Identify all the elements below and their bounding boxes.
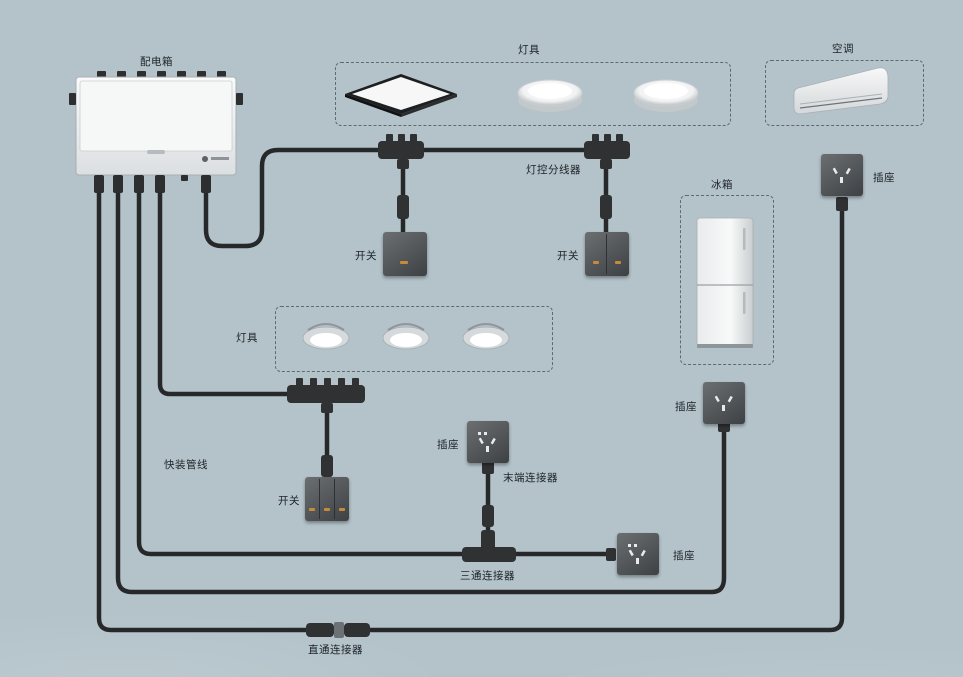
label-switch-2: 开关 xyxy=(557,250,579,262)
switch-divider xyxy=(334,479,335,519)
label-lamps-middle: 灯具 xyxy=(236,332,258,344)
fridge-group xyxy=(680,195,774,365)
switch-divider xyxy=(319,479,320,519)
label-end-connector: 末端连接器 xyxy=(503,472,558,484)
ac-group xyxy=(765,60,924,126)
lamp-splitter-right xyxy=(584,134,630,169)
cable-box-to-tee xyxy=(136,189,481,557)
switch-indicator xyxy=(400,261,408,264)
lamps-middle-group xyxy=(275,306,553,372)
switch-panel-2[interactable] xyxy=(585,232,629,276)
socket-holes-icon xyxy=(714,395,733,411)
socket-panel-bottom[interactable] xyxy=(617,533,659,575)
switch-indicator xyxy=(309,508,315,511)
label-lamp-splitter: 灯控分线器 xyxy=(526,164,581,176)
socket-holes-icon xyxy=(628,544,646,564)
switch-indicator xyxy=(339,508,345,511)
label-lamps-top: 灯具 xyxy=(518,44,540,56)
label-air-conditioner: 空调 xyxy=(832,43,854,55)
label-switch-3: 开关 xyxy=(278,495,300,507)
air-conditioner-unit xyxy=(793,67,889,115)
switch-indicator xyxy=(593,261,599,264)
lamp-splitter-left xyxy=(378,134,424,169)
tee-connector-shape xyxy=(462,505,616,562)
label-socket-bottom: 插座 xyxy=(673,550,695,562)
downlight-3 xyxy=(462,323,510,350)
switch-panel-3[interactable] xyxy=(305,477,349,521)
round-ceiling-lamp-1 xyxy=(517,79,583,112)
box-terminals-bottom xyxy=(94,175,211,193)
refrigerator-unit xyxy=(696,217,754,348)
label-tee-connector: 三通连接器 xyxy=(460,570,515,582)
label-socket-top-right: 插座 xyxy=(873,172,895,184)
cable-box-to-topright-socket xyxy=(96,189,845,633)
switch-panel-1[interactable] xyxy=(383,232,427,276)
cable-box-to-middle-lamps xyxy=(157,189,293,397)
switch-indicator xyxy=(615,261,621,264)
socket-holes-icon xyxy=(832,167,851,183)
label-straight-connector: 直通连接器 xyxy=(308,644,363,656)
switch-divider xyxy=(606,234,607,274)
label-switch-1: 开关 xyxy=(355,250,377,262)
socket-panel-top-right[interactable] xyxy=(821,154,863,196)
label-quick-install-pipeline: 快装管线 xyxy=(164,459,208,471)
label-distribution-box: 配电箱 xyxy=(140,56,173,68)
round-ceiling-lamp-2 xyxy=(633,79,699,112)
lamps-top-group xyxy=(335,62,731,126)
ceiling-panel-lamp xyxy=(345,74,457,117)
cable-box-to-right-socket xyxy=(115,189,727,595)
distribution-box xyxy=(69,71,243,193)
label-socket-center: 插座 xyxy=(437,439,459,451)
switch-plugs-top xyxy=(397,195,612,219)
straight-connector-shape xyxy=(306,622,370,638)
downlight-1 xyxy=(302,323,350,350)
label-socket-right: 插座 xyxy=(675,401,697,413)
middle-lamp-splitter xyxy=(287,378,365,477)
cable-box-to-lamps xyxy=(203,147,381,249)
socket-holes-icon xyxy=(478,432,496,452)
socket-panel-right[interactable] xyxy=(703,382,745,424)
switch-indicator xyxy=(324,508,330,511)
socket-panel-center[interactable] xyxy=(467,421,509,463)
downlight-2 xyxy=(382,323,430,350)
label-refrigerator: 冰箱 xyxy=(711,179,733,191)
